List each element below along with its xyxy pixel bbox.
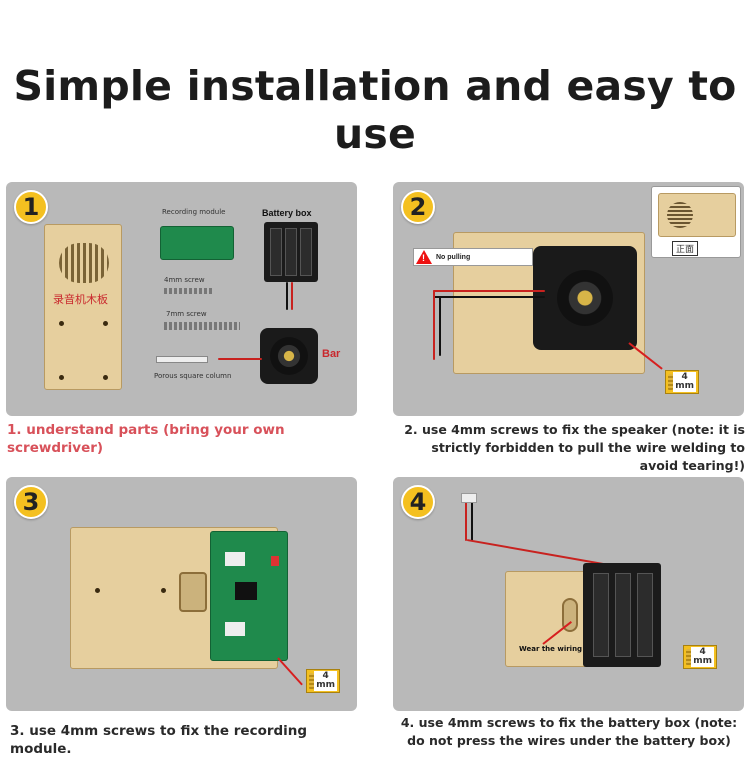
battery-box	[583, 563, 661, 667]
screw-icon	[686, 649, 692, 665]
recording-module	[160, 226, 234, 260]
screw-4mm-label: 4mm screw	[164, 276, 205, 284]
porous-column	[156, 356, 208, 363]
step-4-caption: 4. use 4mm screws to fix the battery box…	[400, 715, 738, 748]
wooden-board	[505, 571, 589, 667]
screw-7mm-label: 7mm screw	[166, 310, 207, 318]
speaker	[260, 328, 318, 384]
step-2-badge: 2	[401, 190, 435, 224]
step-1-badge: 1	[14, 190, 48, 224]
board-label: 录音机木板	[53, 293, 108, 306]
front-label: 正面	[672, 241, 699, 256]
screws-7mm	[164, 322, 240, 330]
warning-icon	[416, 250, 432, 264]
wear-wiring-label: Wear the wiring	[519, 645, 583, 653]
bar-label: Bar	[322, 348, 341, 360]
pointer-arrow	[277, 657, 303, 686]
porous-column-label: Porous square column	[154, 372, 232, 380]
front-view-inset: 正面	[651, 186, 741, 258]
no-pulling-warning: No pulling	[413, 248, 533, 266]
screws-4mm	[164, 288, 214, 294]
screw-icon	[668, 374, 674, 390]
step-4-badge: 4	[401, 485, 435, 519]
screw-icon	[309, 673, 315, 689]
recording-module	[210, 531, 288, 661]
step-3-badge: 3	[14, 485, 48, 519]
step-2-image: 2 No pulling 正面 4mm	[393, 182, 744, 416]
step-1-caption: 1. understand parts (bring your own scre…	[7, 422, 285, 456]
step-2-caption: 2. use 4mm screws to fix the speaker (no…	[404, 422, 745, 473]
step-3-caption: 3. use 4mm screws to fix the recording m…	[10, 723, 308, 757]
battery-box-label: Battery box	[262, 208, 312, 218]
speaker	[533, 246, 637, 350]
wooden-board: 录音机木板	[44, 224, 122, 390]
battery-box	[264, 222, 318, 282]
step-1-image: 1 录音机木板 Recording module Battery box 4mm…	[6, 182, 357, 416]
recording-module-label: Recording module	[162, 208, 226, 216]
page-title: Simple installation and easy to use	[13, 62, 737, 158]
